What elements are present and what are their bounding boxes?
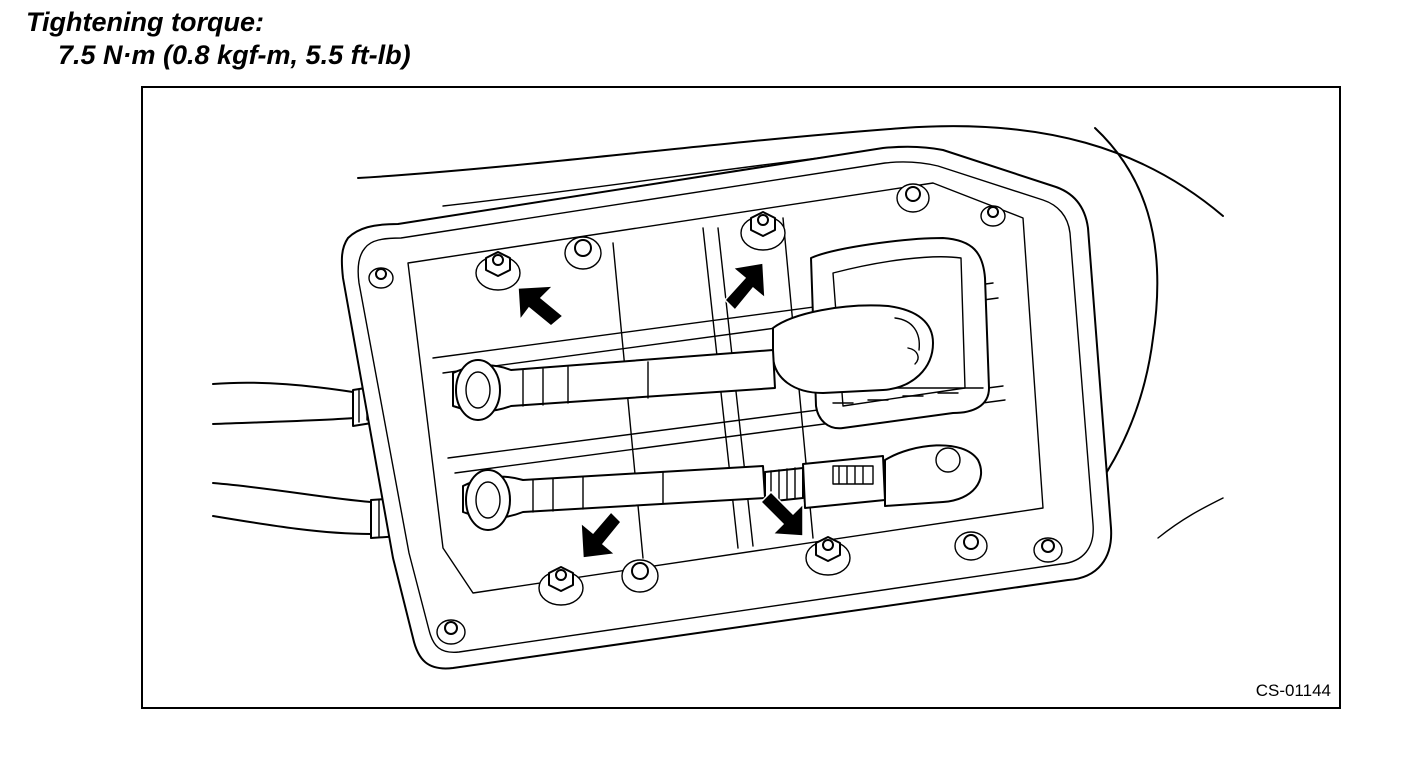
bolt-icon <box>368 267 394 289</box>
nut-icon <box>740 211 786 251</box>
bolt-icon <box>1033 537 1063 563</box>
torque-spec-heading: Tightening torque: 7.5 N·m (0.8 kgf-m, 5… <box>26 6 411 72</box>
arrow-icon <box>580 510 623 559</box>
bolt-icon <box>436 619 466 645</box>
cable-icon <box>212 381 379 427</box>
bolt-icon <box>896 183 930 213</box>
bolt-icon <box>980 205 1006 227</box>
arrow-icon <box>759 490 804 537</box>
nut-icon <box>538 566 584 606</box>
torque-spec-value: 7.5 N·m (0.8 kgf-m, 5.5 ft-lb) <box>58 40 411 70</box>
bolt-icon <box>564 236 602 270</box>
bolt-icon <box>954 531 988 561</box>
shift-lever-base-icon <box>340 145 1113 670</box>
nut-icon <box>805 536 851 576</box>
cable-icon <box>212 482 402 539</box>
arrow-icon <box>517 285 565 327</box>
illustration-frame: CS-01144 <box>141 86 1341 709</box>
figure-code: CS-01144 <box>1255 681 1331 700</box>
nut-icon <box>475 251 521 291</box>
shift-lever-assembly-drawing <box>212 125 1224 670</box>
bolt-icon <box>621 559 659 593</box>
torque-spec-title: Tightening torque: <box>26 7 264 37</box>
arrow-icon <box>723 262 766 312</box>
